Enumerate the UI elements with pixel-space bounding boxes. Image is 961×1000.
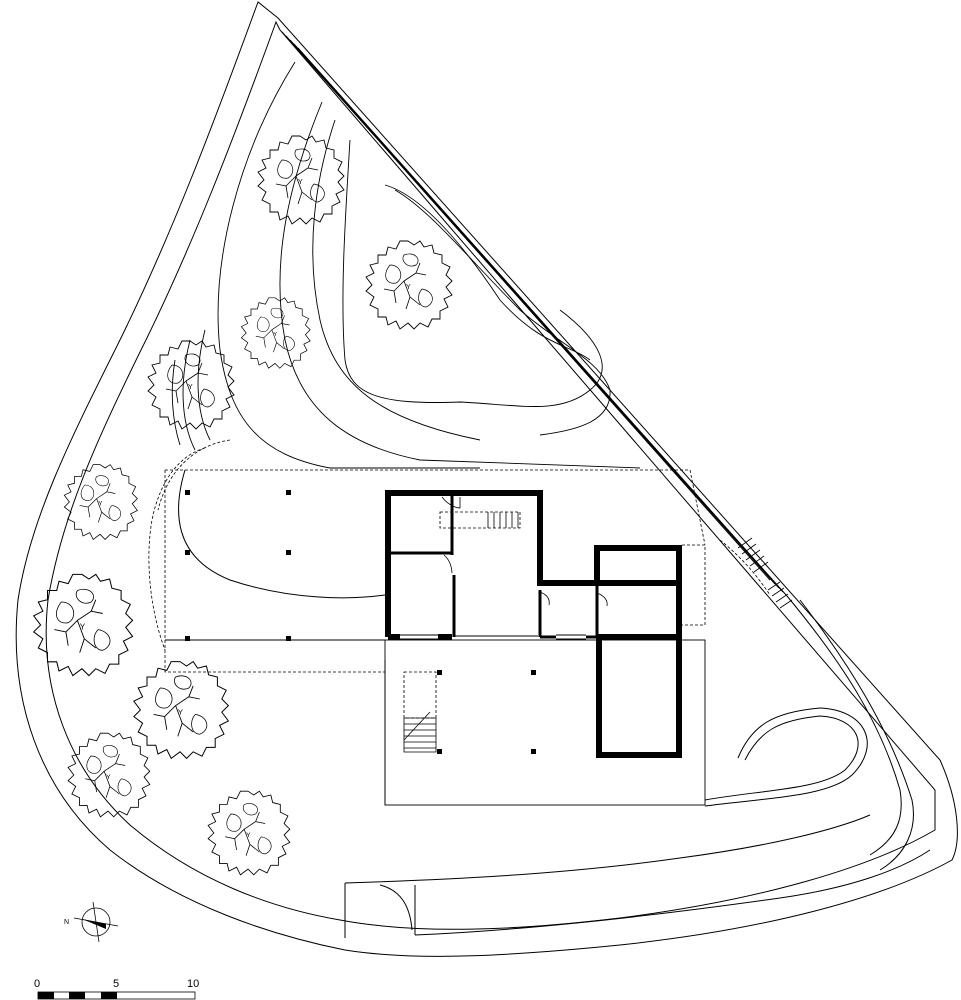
stair-lower — [403, 711, 437, 753]
building-walls — [385, 490, 682, 758]
columns — [185, 490, 536, 754]
north-arrow-circle — [81, 907, 111, 937]
scale-label-10: 10 — [187, 978, 199, 990]
door-swings — [441, 496, 608, 607]
scale-bar: 0 5 10 — [34, 978, 199, 1000]
tree-1 — [257, 135, 345, 225]
tree-8 — [67, 732, 151, 818]
driveway — [165, 469, 931, 938]
scale-label-0: 0 — [34, 978, 40, 990]
north-label: N — [64, 919, 69, 926]
tree-3 — [240, 297, 311, 369]
tree-2 — [365, 240, 453, 330]
interior-walls — [388, 493, 599, 639]
site-boundary — [15, 1, 958, 957]
glazing — [400, 634, 586, 640]
tree-7 — [133, 661, 229, 759]
tree-5 — [63, 464, 138, 540]
terrace-outlines — [384, 639, 706, 806]
tree-9 — [207, 790, 291, 876]
dashed-outlines — [148, 439, 771, 719]
stair-east — [737, 537, 793, 609]
tree-4 — [147, 340, 235, 430]
stair-upper — [487, 512, 519, 528]
contour-lines — [171, 61, 641, 469]
north-arrow-needle — [82, 919, 106, 929]
tree-6 — [33, 573, 134, 677]
north-arrow: N — [64, 901, 119, 943]
scale-label-5: 5 — [113, 978, 119, 990]
